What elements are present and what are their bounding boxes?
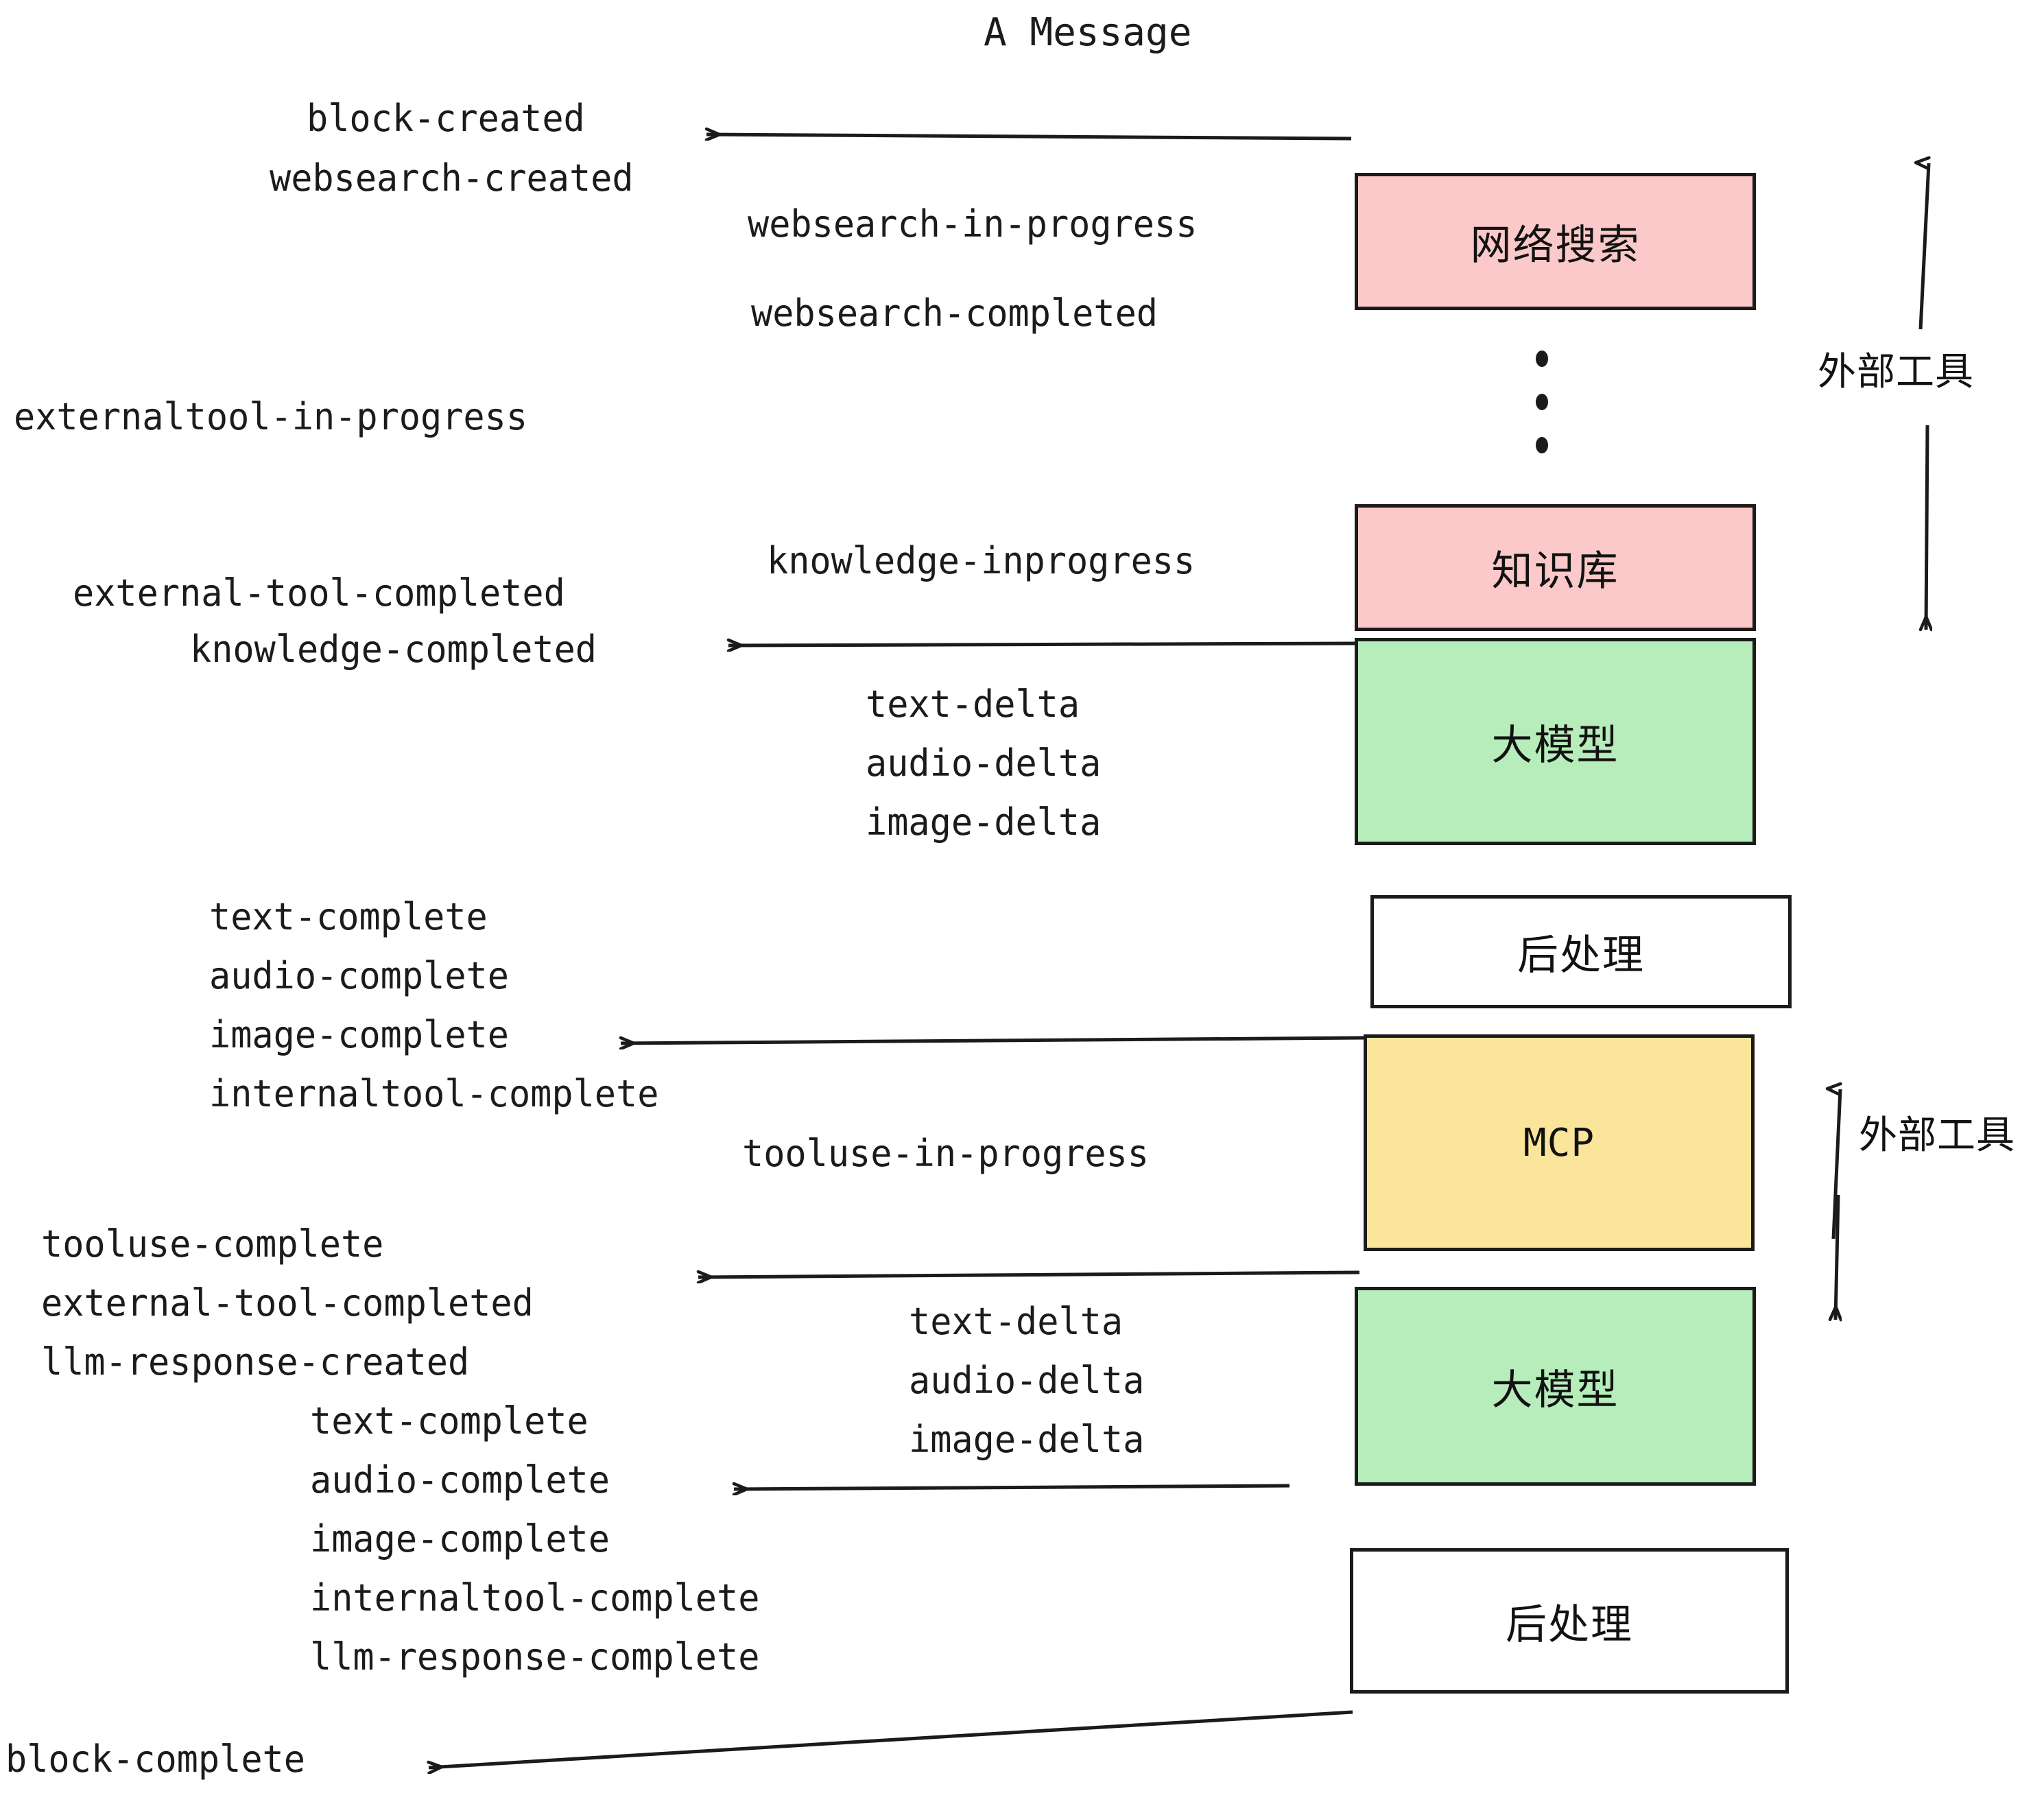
arrow-tooluse-complete — [698, 1272, 1360, 1277]
event-label-internaltool-complete-2: internaltool-complete — [310, 1576, 760, 1619]
event-label-text-delta-2: text-delta — [909, 1300, 1124, 1343]
event-label-websearch-created: websearch-created — [270, 156, 634, 200]
event-label-external-tool-completed-1: external-tool-completed — [73, 571, 565, 615]
box-knowledge[interactable]: 知识库 — [1355, 504, 1756, 631]
event-label-text-complete-1: text-complete — [209, 895, 488, 938]
arrow-block-complete — [429, 1710, 1353, 1768]
event-label-llm-response-created: llm-response-created — [41, 1340, 470, 1384]
event-label-block-created: block-created — [307, 97, 585, 140]
event-label-audio-complete-1: audio-complete — [209, 954, 509, 997]
event-label-image-complete-1: image-complete — [209, 1013, 509, 1056]
side-label-external-tools-bottom: 外部工具 — [1859, 1113, 2015, 1158]
arrow-external-tools-top-up — [1921, 163, 1929, 330]
arrow-knowledge-completed — [728, 643, 1355, 645]
event-label-text-complete-2: text-complete — [310, 1399, 589, 1443]
event-label-image-delta-1: image-delta — [866, 800, 1102, 844]
box-llm-bottom[interactable]: 大模型 — [1355, 1287, 1756, 1486]
event-label-llm-response-complete: llm-response-complete — [310, 1635, 760, 1678]
event-label-internaltool-complete-1: internaltool-complete — [209, 1072, 659, 1115]
arrow-external-tools-top-down — [1926, 425, 1927, 630]
event-label-tooluse-in-progress: tooluse-in-progress — [742, 1132, 1150, 1175]
box-label-websearch: 网络搜索 — [1470, 221, 1641, 270]
box-label-knowledge: 知识库 — [1491, 547, 1619, 595]
event-label-websearch-in-progress: websearch-in-progress — [748, 202, 1198, 246]
event-label-audio-delta-2: audio-delta — [909, 1359, 1145, 1402]
arrow-websearch-to-block-created — [706, 134, 1352, 139]
event-label-text-delta-1: text-delta — [866, 683, 1080, 726]
box-llm-top[interactable]: 大模型 — [1355, 638, 1756, 845]
event-label-image-complete-2: image-complete — [310, 1517, 610, 1560]
box-label-mcp: MCP — [1523, 1120, 1595, 1165]
arrow-external-tools-bottom-down — [1835, 1194, 1838, 1320]
box-websearch[interactable]: 网络搜索 — [1355, 173, 1756, 310]
event-label-externaltool-in-progress: externaltool-in-progress — [14, 395, 528, 438]
ellipsis-dot-1 — [1536, 351, 1548, 367]
event-label-audio-delta-1: audio-delta — [866, 741, 1102, 785]
arrow-image-complete — [621, 1036, 1366, 1043]
box-label-postprocess-2: 后处理 — [1506, 1600, 1633, 1649]
event-label-block-complete: block-complete — [5, 1737, 305, 1781]
event-label-knowledge-inprogress: knowledge-inprogress — [767, 539, 1196, 582]
side-label-external-tools-top: 外部工具 — [1818, 350, 1974, 394]
arrow-external-tools-bottom-up — [1833, 1089, 1840, 1239]
box-mcp[interactable]: MCP — [1364, 1034, 1755, 1251]
ellipsis-dot-2 — [1536, 394, 1548, 410]
box-label-postprocess-1: 后处理 — [1517, 931, 1645, 980]
box-postprocess-1[interactable]: 后处理 — [1370, 895, 1792, 1008]
event-label-tooluse-complete: tooluse-complete — [41, 1222, 384, 1266]
arrow-audio-complete — [734, 1486, 1290, 1489]
event-label-external-tool-completed-2: external-tool-completed — [41, 1281, 534, 1325]
event-label-websearch-completed: websearch-completed — [751, 292, 1158, 335]
event-label-knowledge-completed: knowledge-completed — [190, 628, 597, 671]
box-label-llm-top: 大模型 — [1491, 721, 1619, 770]
ellipsis-dot-3 — [1536, 437, 1548, 453]
box-postprocess-2[interactable]: 后处理 — [1350, 1548, 1789, 1694]
diagram-title: A Message — [984, 10, 1192, 55]
event-label-audio-complete-2: audio-complete — [310, 1458, 610, 1502]
event-label-image-delta-2: image-delta — [909, 1418, 1145, 1461]
box-label-llm-bottom: 大模型 — [1491, 1366, 1619, 1414]
